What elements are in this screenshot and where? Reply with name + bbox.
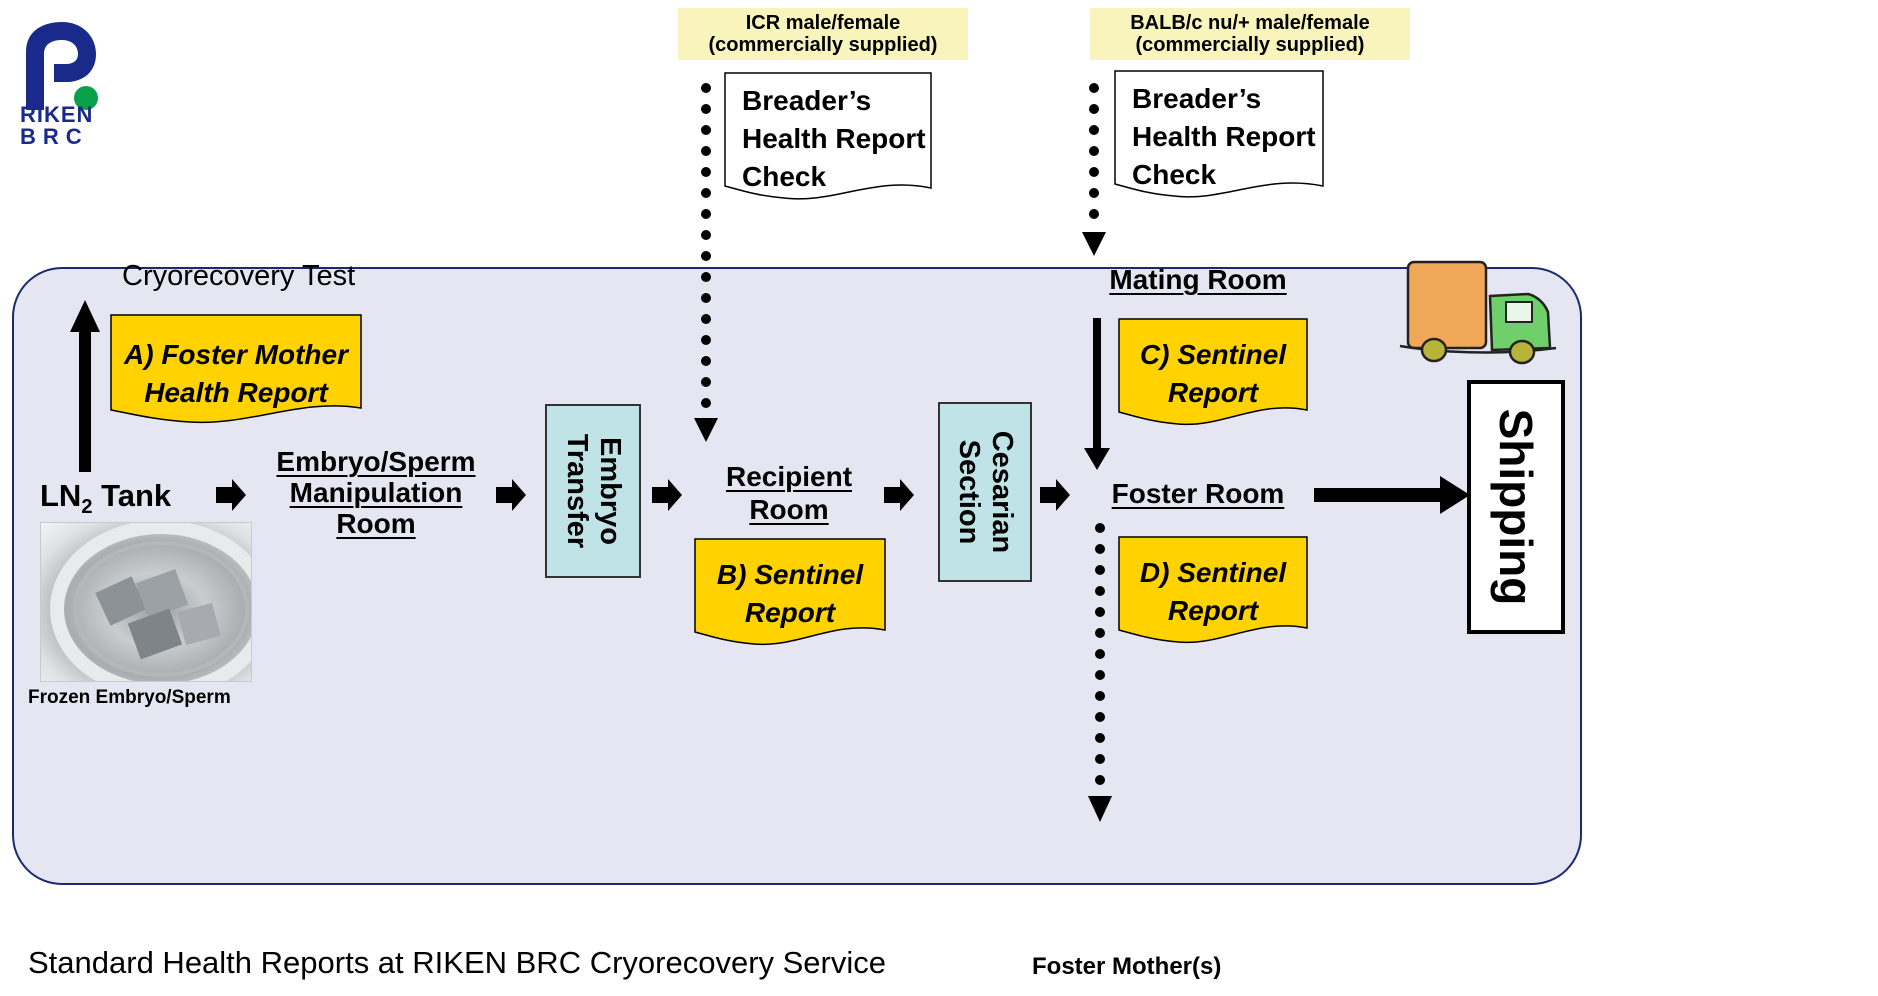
- breeder-health-report-check-icr: Breader’s Health Report Check: [724, 72, 932, 208]
- report-d-sentinel: D) Sentinel Report: [1118, 536, 1308, 648]
- riken-logo-mark: [26, 22, 98, 110]
- supplier-balb-line2: (commercially supplied): [1135, 34, 1365, 56]
- ln2-subscript: 2: [81, 496, 93, 519]
- delivery-truck-icon: [1399, 260, 1557, 365]
- tank-image: [50, 520, 272, 698]
- supplier-label-balb: BALB/c nu/+ male/female (commercially su…: [1090, 8, 1410, 60]
- report-c-text: C) Sentinel Report: [1118, 336, 1308, 412]
- report-d-line2: Report: [1167, 595, 1259, 626]
- breeder-check-line3: Check: [742, 161, 827, 192]
- report-a-text: A) Foster Mother Health Report: [110, 336, 362, 412]
- supplier-balb-line1: BALB/c nu/+ male/female: [1130, 12, 1370, 34]
- breeder-check-balb-text: Breader’s Health Report Check: [1114, 80, 1324, 194]
- breeder-check-line2: Health Report: [742, 123, 926, 154]
- document-shape-icon: [1114, 70, 1324, 198]
- report-c-sentinel: C) Sentinel Report: [1118, 318, 1308, 430]
- recipient-line2: Room: [749, 494, 829, 525]
- report-c-line1: C) Sentinel: [1139, 339, 1287, 370]
- document-shape-icon: [110, 314, 362, 424]
- supplier-icr-line2: (commercially supplied): [708, 34, 938, 56]
- manipulation-line1: Embryo/Sperm: [276, 446, 476, 477]
- breeder-check-line1: Breader’s: [1132, 83, 1262, 114]
- document-shape-icon: [724, 72, 932, 200]
- breeder-check-line2: Health Report: [1132, 121, 1316, 152]
- ln2-suffix: Tank: [92, 478, 172, 513]
- frozen-embryo-caption: Frozen Embryo/Sperm: [28, 687, 231, 708]
- logo-text-brc: BRC: [20, 124, 89, 149]
- ln2-tank-label: LN2 Tank: [40, 476, 171, 527]
- report-d-line1: D) Sentinel: [1139, 557, 1287, 588]
- ln2-prefix: LN: [40, 478, 82, 513]
- report-b-line1: B) Sentinel: [716, 559, 864, 590]
- cryorecovery-test-label: Cryorecovery Test: [122, 260, 356, 292]
- shipping-box: Shipping: [1467, 380, 1565, 634]
- report-b-sentinel: B) Sentinel Report: [694, 538, 886, 650]
- recipient-line1: Recipient: [725, 461, 853, 492]
- riken-brc-logo: RIKEN BRC: [18, 18, 102, 154]
- document-shape-icon: [1118, 536, 1308, 644]
- diagram-caption: Standard Health Reports at RIKEN BRC Cry…: [28, 945, 886, 980]
- document-shape-icon: [1118, 318, 1308, 426]
- report-c-line2: Report: [1167, 377, 1259, 408]
- report-a-line2: Health Report: [144, 377, 328, 408]
- report-a-line1: A) Foster Mother: [124, 339, 348, 370]
- embryo-transfer-text: Embryo Transfer: [560, 434, 626, 548]
- report-a-foster-mother-health: A) Foster Mother Health Report: [110, 314, 362, 428]
- recipient-room-label: Recipient Room: [700, 460, 878, 526]
- shipping-label: Shipping: [1490, 408, 1542, 606]
- cesarian-section-box: Cesarian Section: [938, 402, 1032, 582]
- embryo-transfer-line1: Embryo: [594, 437, 626, 545]
- report-b-text: B) Sentinel Report: [694, 556, 886, 632]
- document-shape-icon: [694, 538, 886, 646]
- supplier-icr-line1: ICR male/female: [745, 12, 901, 34]
- embryo-transfer-box: Embryo Transfer: [545, 404, 641, 578]
- foster-mothers-label: Foster Mother(s): [1032, 953, 1222, 980]
- breeder-check-line3: Check: [1132, 159, 1217, 190]
- manipulation-line2: Manipulation: [289, 477, 463, 508]
- report-d-text: D) Sentinel Report: [1118, 554, 1308, 630]
- cesarian-line1: Cesarian: [986, 430, 1018, 554]
- cesarian-line2: Section: [953, 439, 985, 545]
- frozen-embryo-tank-photo: [40, 520, 272, 698]
- logo-text-riken: RIKEN: [20, 102, 94, 127]
- balb-dotted-line: [1082, 83, 1106, 256]
- supplier-label-icr: ICR male/female (commercially supplied): [678, 8, 968, 60]
- manipulation-room-label: Embryo/Sperm Manipulation Room: [254, 446, 498, 539]
- breeder-check-icr-text: Breader’s Health Report Check: [724, 82, 932, 196]
- report-b-line2: Report: [744, 597, 836, 628]
- embryo-transfer-line2: Transfer: [561, 433, 593, 549]
- mating-room-label: Mating Room: [1109, 264, 1287, 295]
- breeder-health-report-check-balb: Breader’s Health Report Check: [1114, 70, 1324, 206]
- foster-room-label: Foster Room: [1111, 478, 1285, 509]
- cesarian-section-text: Cesarian Section: [952, 431, 1018, 554]
- manipulation-line3: Room: [336, 508, 416, 539]
- breeder-check-line1: Breader’s: [742, 85, 872, 116]
